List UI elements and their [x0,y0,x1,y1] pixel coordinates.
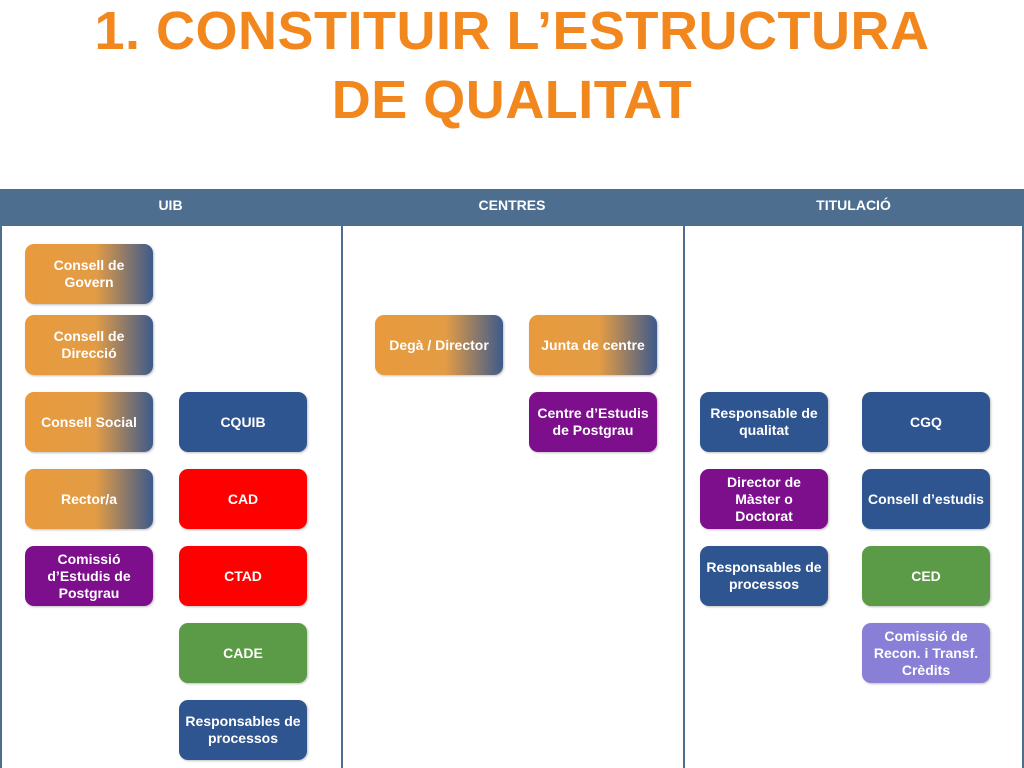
box-ced: CED [862,546,990,606]
box-titulacio-responsables-processos: Responsables de processos [700,546,828,606]
box-cade-label: CADE [223,644,263,661]
box-consell-estudis: Consell d’estudis [862,469,990,529]
box-consell-govern-label: Consell de Govern [53,257,125,290]
box-cgq-label: CGQ [910,413,942,430]
box-director-master-doctorat-label: Director de Màster o Doctorat [727,473,801,524]
column-header-centres: CENTRES [478,197,546,213]
box-titulacio-responsables-processos-label: Responsables de processos [706,559,822,592]
box-ctad: CTAD [179,546,307,606]
column-titulacio [683,226,1024,768]
box-responsable-qualitat-label: Responsable de qualitat [710,405,818,438]
box-comissio-estudis-postgrau-label: Comissió d’Estudis de Postgrau [47,550,131,601]
structure-grid [0,226,1024,768]
title-line-2: DE QUALITAT [331,70,693,130]
box-consell-govern: Consell de Govern [25,244,153,304]
title-line-1: 1. CONSTITUIR L’ESTRUCTURA [94,1,930,61]
column-header-titulacio: TITULACIÓ [816,197,891,213]
column-header-bar: UIB CENTRES TITULACIÓ [0,189,1024,226]
box-responsable-qualitat: Responsable de qualitat [700,392,828,452]
box-cad: CAD [179,469,307,529]
box-cgq: CGQ [862,392,990,452]
box-director-master-doctorat: Director de Màster o Doctorat [700,469,828,529]
box-consell-direccio-label: Consell de Direcció [53,328,125,361]
box-ced-label: CED [911,567,941,584]
box-cquib-label: CQUIB [220,413,266,430]
box-consell-estudis-label: Consell d’estudis [868,490,984,507]
box-consell-social: Consell Social [25,392,153,452]
box-uib-responsables-processos: Responsables de processos [179,700,307,760]
box-rector: Rector/a [25,469,153,529]
box-comissio-reconeixement-label: Comissió de Recon. i Transf. Crèdits [873,627,979,678]
box-junta-centre: Junta de centre [529,315,657,375]
column-header-uib: UIB [158,197,183,213]
box-consell-social-label: Consell Social [41,413,137,430]
box-rector-label: Rector/a [60,490,118,507]
box-comissio-reconeixement: Comissió de Recon. i Transf. Crèdits [862,623,990,683]
box-junta-centre-label: Junta de centre [541,336,645,353]
box-centre-estudis-postgrau: Centre d’Estudis de Postgrau [529,392,657,452]
box-cade: CADE [179,623,307,683]
box-dega-director: Degà / Director [375,315,503,375]
page-title: 1. CONSTITUIR L’ESTRUCTURA DE QUALITAT [0,0,1024,133]
box-cad-label: CAD [227,490,259,507]
box-comissio-estudis-postgrau: Comissió d’Estudis de Postgrau [25,546,153,606]
box-centre-estudis-postgrau-label: Centre d’Estudis de Postgrau [537,405,649,438]
column-uib [0,226,341,768]
box-consell-direccio: Consell de Direcció [25,315,153,375]
box-cquib: CQUIB [179,392,307,452]
column-centres [341,226,683,768]
box-ctad-label: CTAD [224,567,262,584]
box-uib-responsables-processos-label: Responsables de processos [185,713,301,746]
box-dega-director-label: Degà / Director [389,336,489,353]
